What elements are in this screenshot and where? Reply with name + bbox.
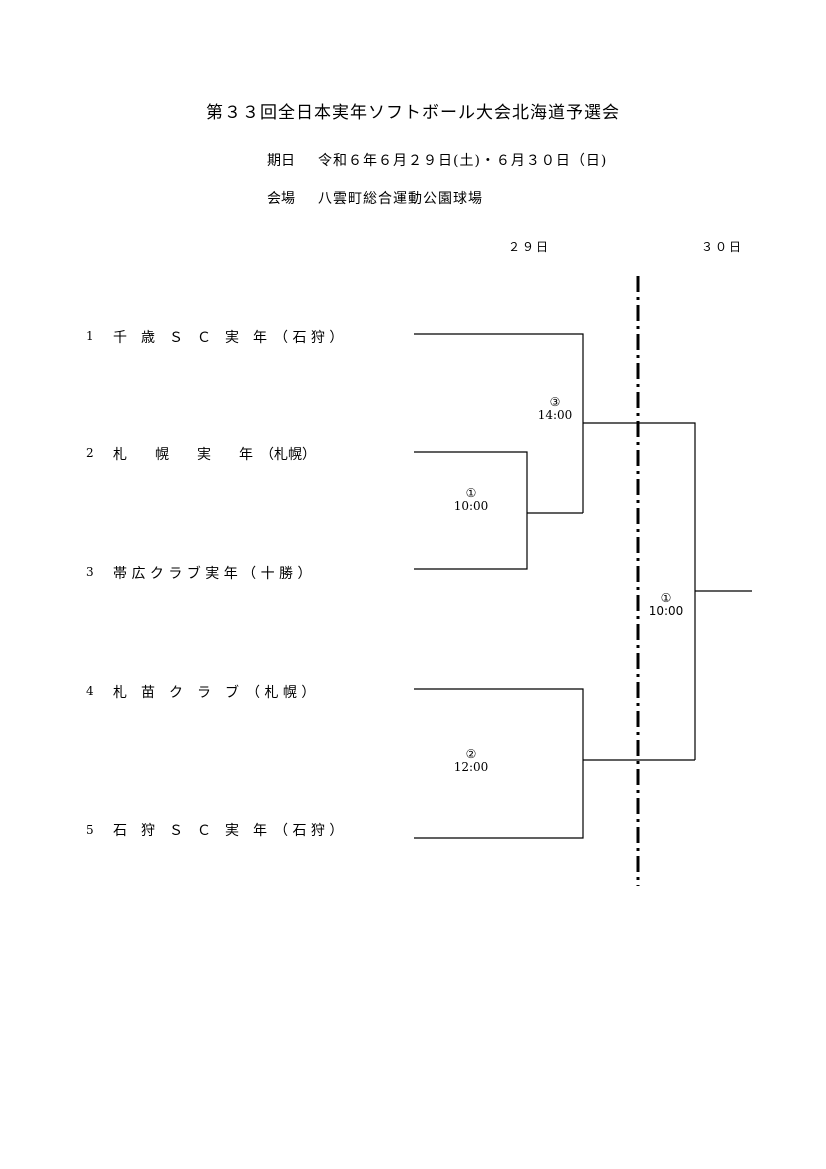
team-name: 札 苗 ク ラ ブ （ 札 幌 ） [113,685,316,701]
team-name: 千 歳 Ｓ Ｃ 実 年 （ 石 狩 ） [113,330,344,346]
venue-label: 会場 [267,191,295,207]
match-time: 14:00 [537,408,573,422]
date-value: 令和６年６月２９日(土)・６月３０日（日) [318,153,608,169]
match-time: 12:00 [453,760,489,774]
date-label: 期日 [267,153,295,169]
bracket-line [414,333,584,513]
match-time: 10:00 [648,604,684,618]
team-name: 石 狩 Ｓ Ｃ 実 年 （ 石 狩 ） [113,823,344,839]
match-label: ① 10:00 [636,592,696,618]
venue-value: 八雲町総合運動公園球場 [318,191,483,207]
page-title: 第３３回全日本実年ソフトボール大会北海道予選会 [206,103,620,123]
team-number: 3 [86,565,94,579]
team-name: 札 幌 実 年 （札幌） [113,447,316,463]
day1-header: ２９日 [508,240,551,254]
day2-header: ３０日 [701,240,744,254]
match-number: ① [465,486,477,500]
match-time: 10:00 [453,499,489,513]
match-number: ① [660,591,672,605]
bracket-line [414,688,584,839]
team-number: 5 [86,823,94,837]
match-label: ② 12:00 [441,748,501,774]
match-label: ③ 14:00 [525,396,585,422]
team-number: 1 [86,329,94,343]
bracket-line [583,422,696,760]
match-number: ② [465,747,477,761]
bracket-line [414,451,528,570]
team-number: 4 [86,684,94,698]
match-label: ① 10:00 [441,487,501,513]
team-number: 2 [86,446,94,460]
team-name: 帯 広 ク ラ ブ 実 年 （ 十 勝 ） [113,566,312,582]
match-number: ③ [549,395,561,409]
